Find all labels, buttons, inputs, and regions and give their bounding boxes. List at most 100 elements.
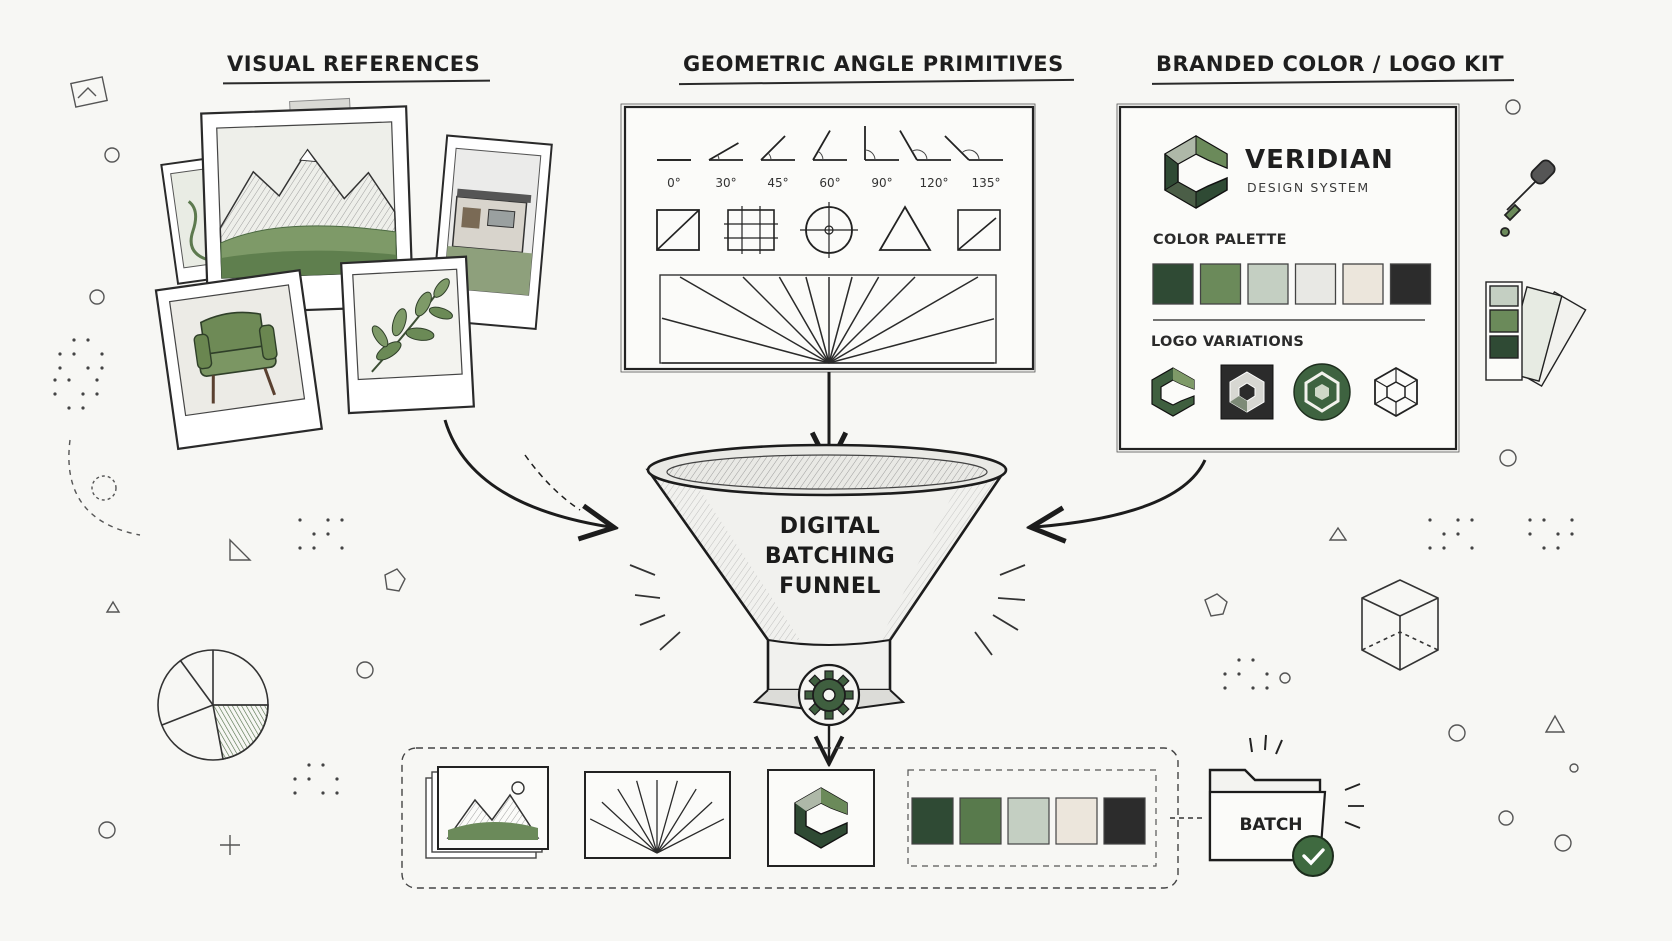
mini-fan-ray xyxy=(636,780,658,854)
doodle-dot xyxy=(1442,546,1446,550)
gear-tooth xyxy=(804,690,814,700)
mini-fan-ray xyxy=(617,788,658,854)
angle-label: 90° xyxy=(871,176,893,190)
dot-clusters xyxy=(53,338,1574,795)
image-frame-icon xyxy=(70,76,108,108)
palette-swatch xyxy=(1199,263,1242,305)
doodle-dot xyxy=(1251,658,1255,662)
angle-label: 0° xyxy=(667,176,681,190)
doodle-dot xyxy=(81,406,85,410)
doodle-dot xyxy=(58,366,62,370)
grid-shape xyxy=(724,206,778,254)
angle-label: 60° xyxy=(819,176,841,190)
doodle-dot xyxy=(67,378,71,382)
doodle-dot xyxy=(1542,518,1546,522)
funnel-label: DIGITAL BATCHING FUNNEL xyxy=(730,512,930,602)
fan-ray xyxy=(828,276,880,364)
gear-tooth xyxy=(844,690,854,700)
batch-folder-icon xyxy=(1208,734,1364,862)
doodle-dot xyxy=(53,392,57,396)
square-diagonal-shape xyxy=(656,209,700,251)
doodle-dot xyxy=(307,777,311,781)
angle-label: 30° xyxy=(715,176,737,190)
doodle-dot xyxy=(1456,532,1460,536)
doodle-dot xyxy=(293,791,297,795)
funnel-label-line: DIGITAL xyxy=(779,514,881,539)
output-logo-card xyxy=(767,769,875,867)
doodle-dot xyxy=(1237,672,1241,676)
doodle-dot xyxy=(1528,518,1532,522)
batching-funnel xyxy=(645,443,1008,714)
doodle-dot xyxy=(340,546,344,550)
doodle-dot xyxy=(326,532,330,536)
doodle-dot xyxy=(1251,686,1255,690)
angle-label: 120° xyxy=(919,176,949,190)
doodle-dot xyxy=(86,366,90,370)
cube-doodle xyxy=(1361,579,1439,671)
square-angle-shape xyxy=(957,209,1001,251)
checkmark-icon xyxy=(1292,835,1334,877)
decorative-doodles xyxy=(68,76,1587,855)
angle-label: 135° xyxy=(971,176,1001,190)
gear-tooth xyxy=(824,710,834,720)
output-palette-swatch xyxy=(1103,797,1146,845)
mini-fan-ray xyxy=(656,780,678,854)
funnel-label-line: BATCHING xyxy=(764,544,896,569)
angle-primitive-icon xyxy=(899,130,951,161)
doodle-dot xyxy=(95,378,99,382)
doodle-dot xyxy=(100,366,104,370)
logo-variation-dark-icon xyxy=(1220,364,1274,420)
logo-variation-circle-icon xyxy=(1293,363,1351,421)
visual-references-collage xyxy=(154,97,553,451)
doodle-dot xyxy=(1223,686,1227,690)
brand-name: VERIDIAN xyxy=(1245,145,1394,175)
mini-fan-ray xyxy=(656,788,697,854)
photo-leaves xyxy=(340,255,475,415)
palette-swatch xyxy=(1389,263,1432,305)
fan-ray xyxy=(828,318,995,364)
output-image-stack xyxy=(425,766,549,859)
doodle-dot xyxy=(298,518,302,522)
doodle-dot xyxy=(1528,532,1532,536)
funnel-burst-lines xyxy=(629,564,1026,656)
doodle-dot xyxy=(58,352,62,356)
section-title-brand-kit: BRANDED COLOR / LOGO KIT xyxy=(1156,52,1505,76)
doodle-dot xyxy=(1542,546,1546,550)
eyedropper-icon xyxy=(1500,159,1556,237)
photo-armchair xyxy=(154,269,324,451)
palette-swatch xyxy=(1342,263,1384,305)
doodle-dot xyxy=(298,546,302,550)
doodle-dot xyxy=(86,338,90,342)
shape-primitive-row xyxy=(656,202,1001,258)
color-palette-label: COLOR PALETTE xyxy=(1153,232,1287,248)
doodle-dot xyxy=(1428,518,1432,522)
doodle-dot xyxy=(1570,518,1574,522)
doodle-dot xyxy=(72,338,76,342)
angle-primitive-icon xyxy=(864,126,899,161)
logo-variation-color-icon xyxy=(1151,367,1195,417)
arrow-references-to-funnel xyxy=(443,419,610,527)
logo-variations-row xyxy=(1151,363,1418,421)
section-title-geometric-primitives: GEOMETRIC ANGLE PRIMITIVES xyxy=(683,52,1064,76)
mini-fan-ray xyxy=(601,801,658,854)
mini-fan-ray xyxy=(589,818,658,854)
doodle-dot xyxy=(335,791,339,795)
palette-swatch xyxy=(1294,263,1337,305)
angle-primitive-icon xyxy=(708,142,743,161)
gear-tooth xyxy=(824,670,834,680)
output-batch-row xyxy=(401,734,1364,889)
doodle-dot xyxy=(1556,532,1560,536)
doodle-dot xyxy=(67,406,71,410)
triangle-shape xyxy=(878,205,932,251)
palette-swatch xyxy=(1247,263,1289,305)
fan-ray xyxy=(661,317,830,364)
angle-primitive-icon xyxy=(812,130,847,161)
doodle-dot xyxy=(340,518,344,522)
logo-variation-outline-icon xyxy=(1374,366,1418,418)
mini-fan-ray xyxy=(656,818,725,854)
arrow-brandkit-to-funnel xyxy=(1035,459,1207,527)
gear-icon xyxy=(797,663,861,727)
doodle-dot xyxy=(1265,686,1269,690)
fan-ray xyxy=(805,276,830,364)
